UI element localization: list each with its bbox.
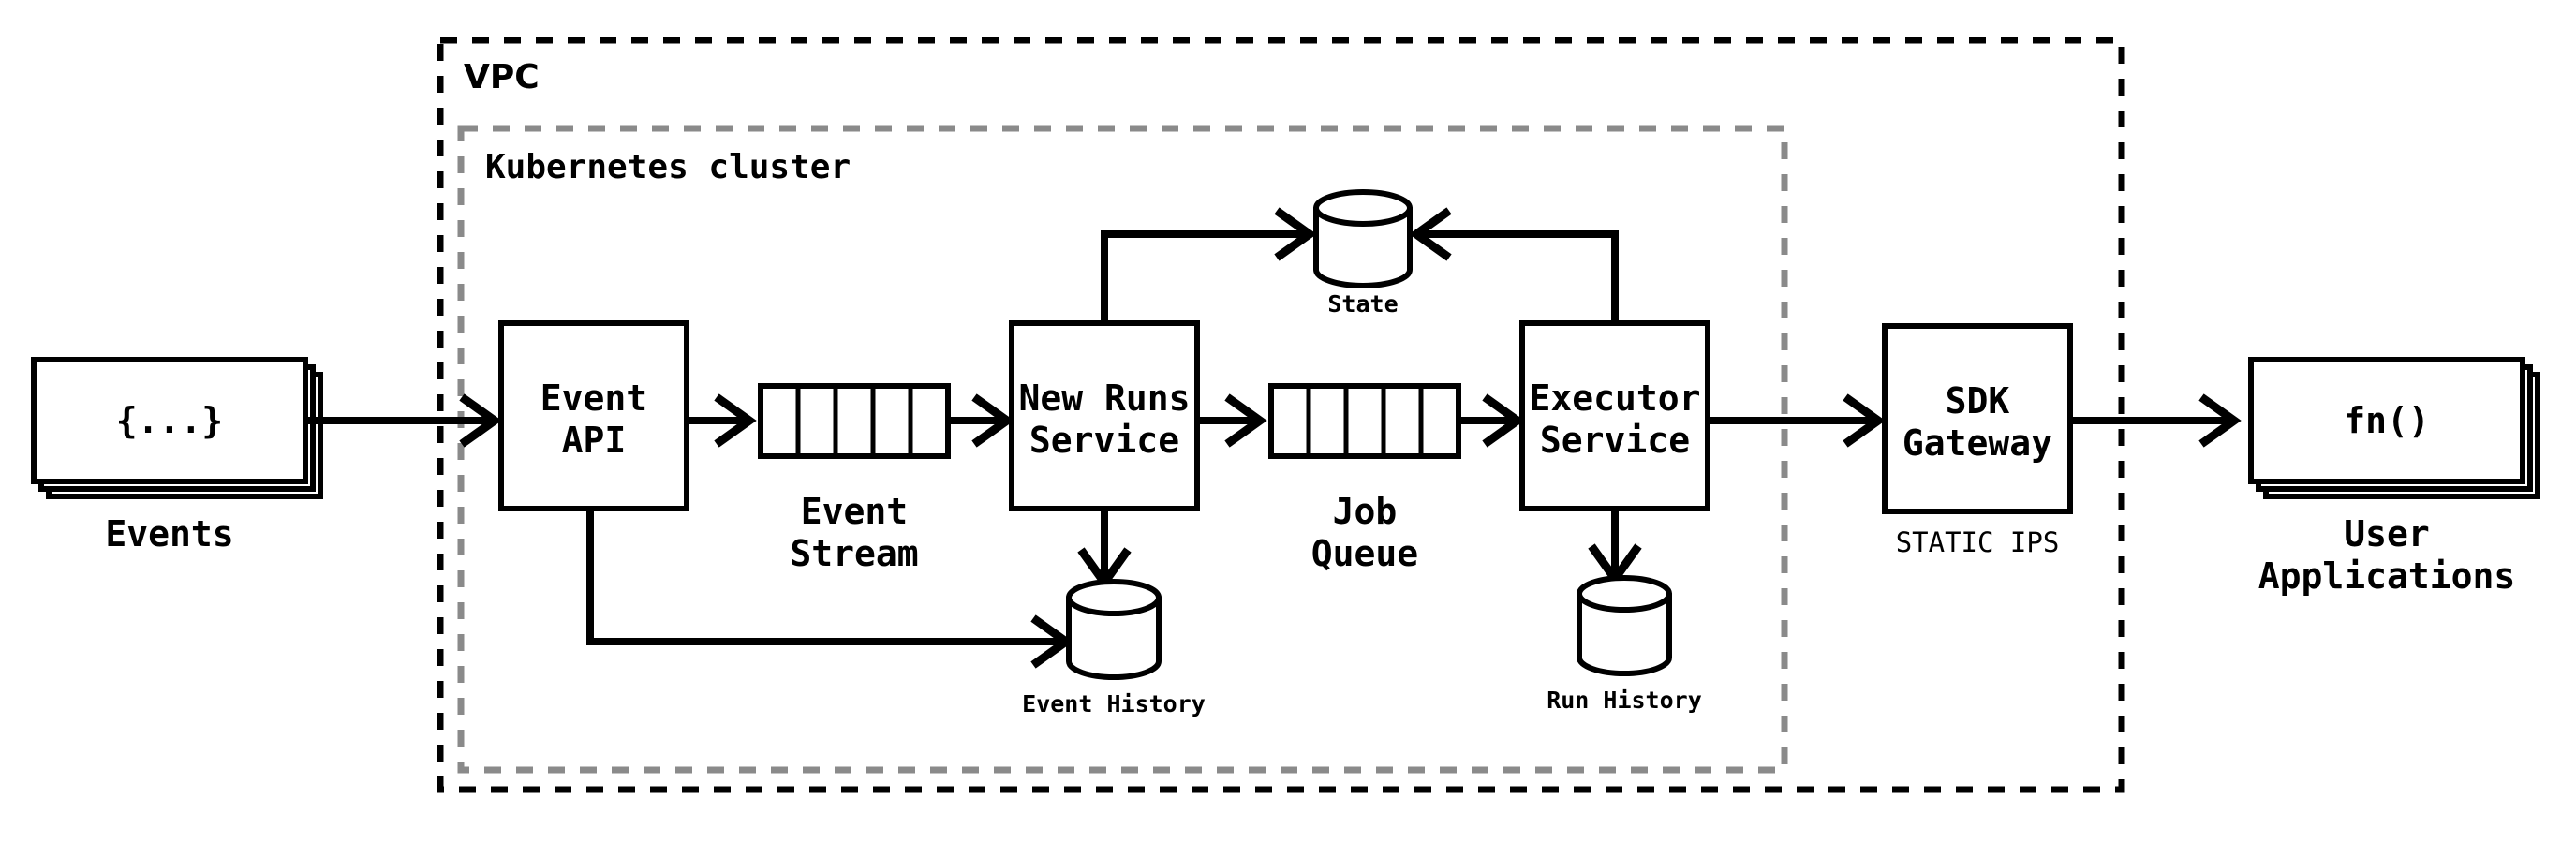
edge-job-queue-to-executor	[1458, 393, 1525, 448]
events-card-text: {...}	[115, 400, 224, 441]
edge-new-runs-to-job-queue	[1197, 393, 1267, 448]
user-apps-card-front	[2248, 357, 2525, 484]
job-queue-caption-line1: Job	[1332, 491, 1398, 532]
edge-executor-to-run-history	[1588, 509, 1642, 586]
user-applications-stack	[2248, 357, 2540, 499]
kubernetes-cluster-label: Kubernetes cluster	[485, 148, 851, 186]
new-runs-service-label-line1: New Runs	[1018, 377, 1191, 419]
run-history-caption: Run History	[1547, 687, 1702, 714]
event-api-label-line1: Event	[540, 377, 648, 419]
event-stream-caption-line1: Event	[800, 491, 909, 532]
run-history-cylinder	[1577, 575, 1672, 676]
edge-event-api-to-event-stream	[687, 393, 757, 448]
sdk-gateway-box	[1882, 323, 2073, 514]
event-api-label-line2: API	[561, 420, 627, 461]
sdk-gateway-label-line1: SDK	[1945, 380, 2010, 422]
new-runs-service-label-line2: Service	[1029, 420, 1180, 461]
sdk-gateway-label-line2: Gateway	[1902, 422, 2053, 464]
edge-new-runs-to-state	[1101, 207, 1317, 323]
executor-service-label-line1: Executor	[1529, 377, 1701, 419]
events-stack	[31, 357, 323, 499]
job-queue-caption-line2: Queue	[1310, 533, 1419, 574]
user-applications-card-text: fn()	[2344, 400, 2430, 441]
edge-sdk-gateway-to-user-applications	[2070, 393, 2242, 448]
events-card-front	[31, 357, 308, 484]
state-caption: State	[1327, 290, 1399, 318]
user-applications-caption-line2: Applications	[2258, 555, 2516, 597]
vpc-boundary	[437, 37, 2125, 793]
events-caption: Events	[105, 513, 234, 555]
job-queue	[1268, 383, 1461, 459]
edge-executor-to-state	[1409, 207, 1619, 323]
kubernetes-cluster-boundary	[457, 125, 1788, 774]
user-applications-caption-line1: User	[2344, 513, 2430, 555]
event-stream-caption-line2: Stream	[790, 533, 919, 574]
sdk-gateway-static-ips-caption: STATIC IPS	[1895, 526, 2060, 558]
executor-service-label-line2: Service	[1539, 420, 1691, 461]
edge-events-to-event-api	[305, 393, 502, 448]
event-history-caption: Event History	[1022, 690, 1206, 717]
edge-event-stream-to-new-runs	[948, 393, 1014, 448]
edge-executor-to-sdk-gateway	[1708, 393, 1886, 448]
event-stream-outline	[758, 383, 951, 459]
job-queue-outline	[1268, 383, 1461, 459]
event-stream-queue	[758, 383, 951, 459]
event-history-cylinder	[1066, 579, 1162, 680]
edge-new-runs-to-event-history	[1077, 509, 1132, 590]
vpc-label: VPC	[464, 58, 540, 96]
state-cylinder	[1313, 189, 1413, 288]
